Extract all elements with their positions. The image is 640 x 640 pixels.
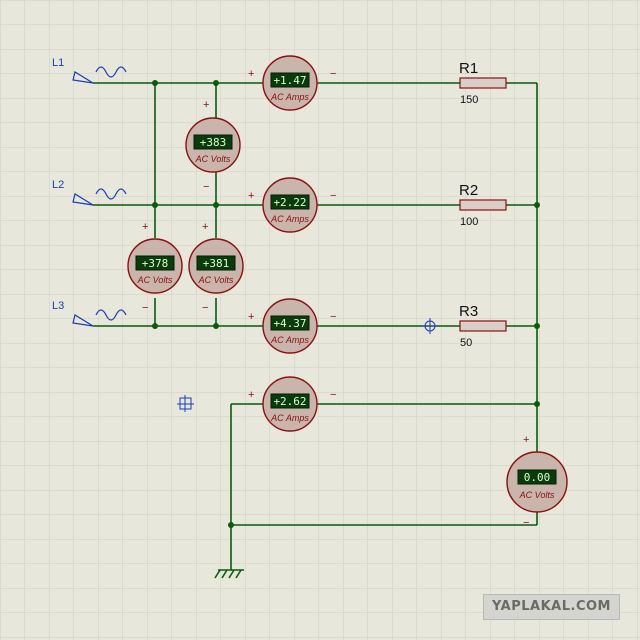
minus-terminal: −: [330, 389, 336, 401]
voltmeter-neutral-reading: 0.00: [524, 471, 551, 484]
ac-source-icon: [72, 66, 127, 84]
resistor-r1[interactable]: R1 150: [459, 60, 507, 106]
ammeter-l2-caption: AC Amps: [270, 214, 309, 224]
resistor-r3-name: R3: [459, 303, 478, 320]
plus-terminal: +: [248, 311, 254, 323]
plus-terminal: +: [248, 68, 254, 80]
ammeter-l3-caption: AC Amps: [270, 335, 309, 345]
voltmeter-l2-l3-reading: +381: [203, 257, 230, 270]
resistor-r1-name: R1: [459, 60, 478, 77]
minus-terminal: −: [330, 311, 336, 323]
minus-terminal: −: [202, 302, 208, 314]
source-l3[interactable]: L3: [52, 300, 127, 327]
voltmeter-l1-l3[interactable]: +378 AC Volts + −: [127, 221, 183, 314]
resistor-r1-value: 150: [460, 94, 478, 106]
plus-terminal: +: [523, 434, 529, 446]
source-l2-label: L2: [52, 179, 64, 191]
junctions: [152, 80, 540, 528]
ammeter-l2[interactable]: +2.22 AC Amps + −: [248, 177, 336, 233]
ammeter-l1-caption: AC Amps: [270, 92, 309, 102]
source-l3-label: L3: [52, 300, 64, 312]
ammeter-l1[interactable]: +1.47 AC Amps + −: [248, 55, 336, 111]
probe-marker-icon: [422, 318, 438, 334]
resistor-r2-value: 100: [460, 216, 478, 228]
voltmeter-neutral[interactable]: 0.00 AC Volts + −: [506, 434, 568, 529]
plus-terminal: +: [248, 389, 254, 401]
minus-terminal: −: [203, 181, 209, 193]
ammeter-l3-reading: +4.37: [273, 317, 306, 330]
minus-terminal: −: [523, 517, 529, 529]
source-l2[interactable]: L2: [52, 179, 127, 206]
voltmeter-l1-l2-reading: +383: [200, 136, 227, 149]
ammeter-neutral-caption: AC Amps: [270, 413, 309, 423]
origin-marker-icon: [177, 395, 194, 412]
ac-source-icon: [72, 309, 127, 327]
minus-terminal: −: [330, 68, 336, 80]
voltmeter-l2-l3-caption: AC Volts: [198, 275, 234, 285]
plus-terminal: +: [248, 190, 254, 202]
source-l1-label: L1: [52, 57, 64, 69]
source-l1[interactable]: L1: [52, 57, 127, 84]
voltmeter-l1-l3-reading: +378: [142, 257, 169, 270]
ammeter-l1-reading: +1.47: [273, 74, 306, 87]
minus-terminal: −: [330, 190, 336, 202]
voltmeter-l1-l2-caption: AC Volts: [195, 154, 231, 164]
resistor-r3-value: 50: [460, 337, 472, 349]
ammeter-l2-reading: +2.22: [273, 196, 306, 209]
voltmeter-l2-l3[interactable]: +381 AC Volts + −: [188, 221, 244, 314]
voltmeter-neutral-caption: AC Volts: [519, 490, 555, 500]
minus-terminal: −: [142, 302, 148, 314]
watermark: YAPLAKAL.COM: [483, 594, 620, 620]
voltmeter-l1-l3-caption: AC Volts: [137, 275, 173, 285]
wires: [93, 82, 538, 579]
plus-terminal: +: [203, 99, 209, 111]
plus-terminal: +: [202, 221, 208, 233]
voltmeter-l1-l2[interactable]: +383 AC Volts + −: [185, 99, 241, 193]
plus-terminal: +: [142, 221, 148, 233]
resistor-r3[interactable]: R3 50: [459, 303, 507, 349]
ac-source-icon: [72, 188, 127, 206]
ammeter-neutral-reading: +2.62: [273, 395, 306, 408]
ammeter-neutral[interactable]: +2.62 AC Amps + −: [248, 376, 336, 432]
resistor-r2-name: R2: [459, 182, 478, 199]
resistor-r2[interactable]: R2 100: [459, 182, 507, 228]
ammeter-l3[interactable]: +4.37 AC Amps + −: [248, 298, 336, 354]
